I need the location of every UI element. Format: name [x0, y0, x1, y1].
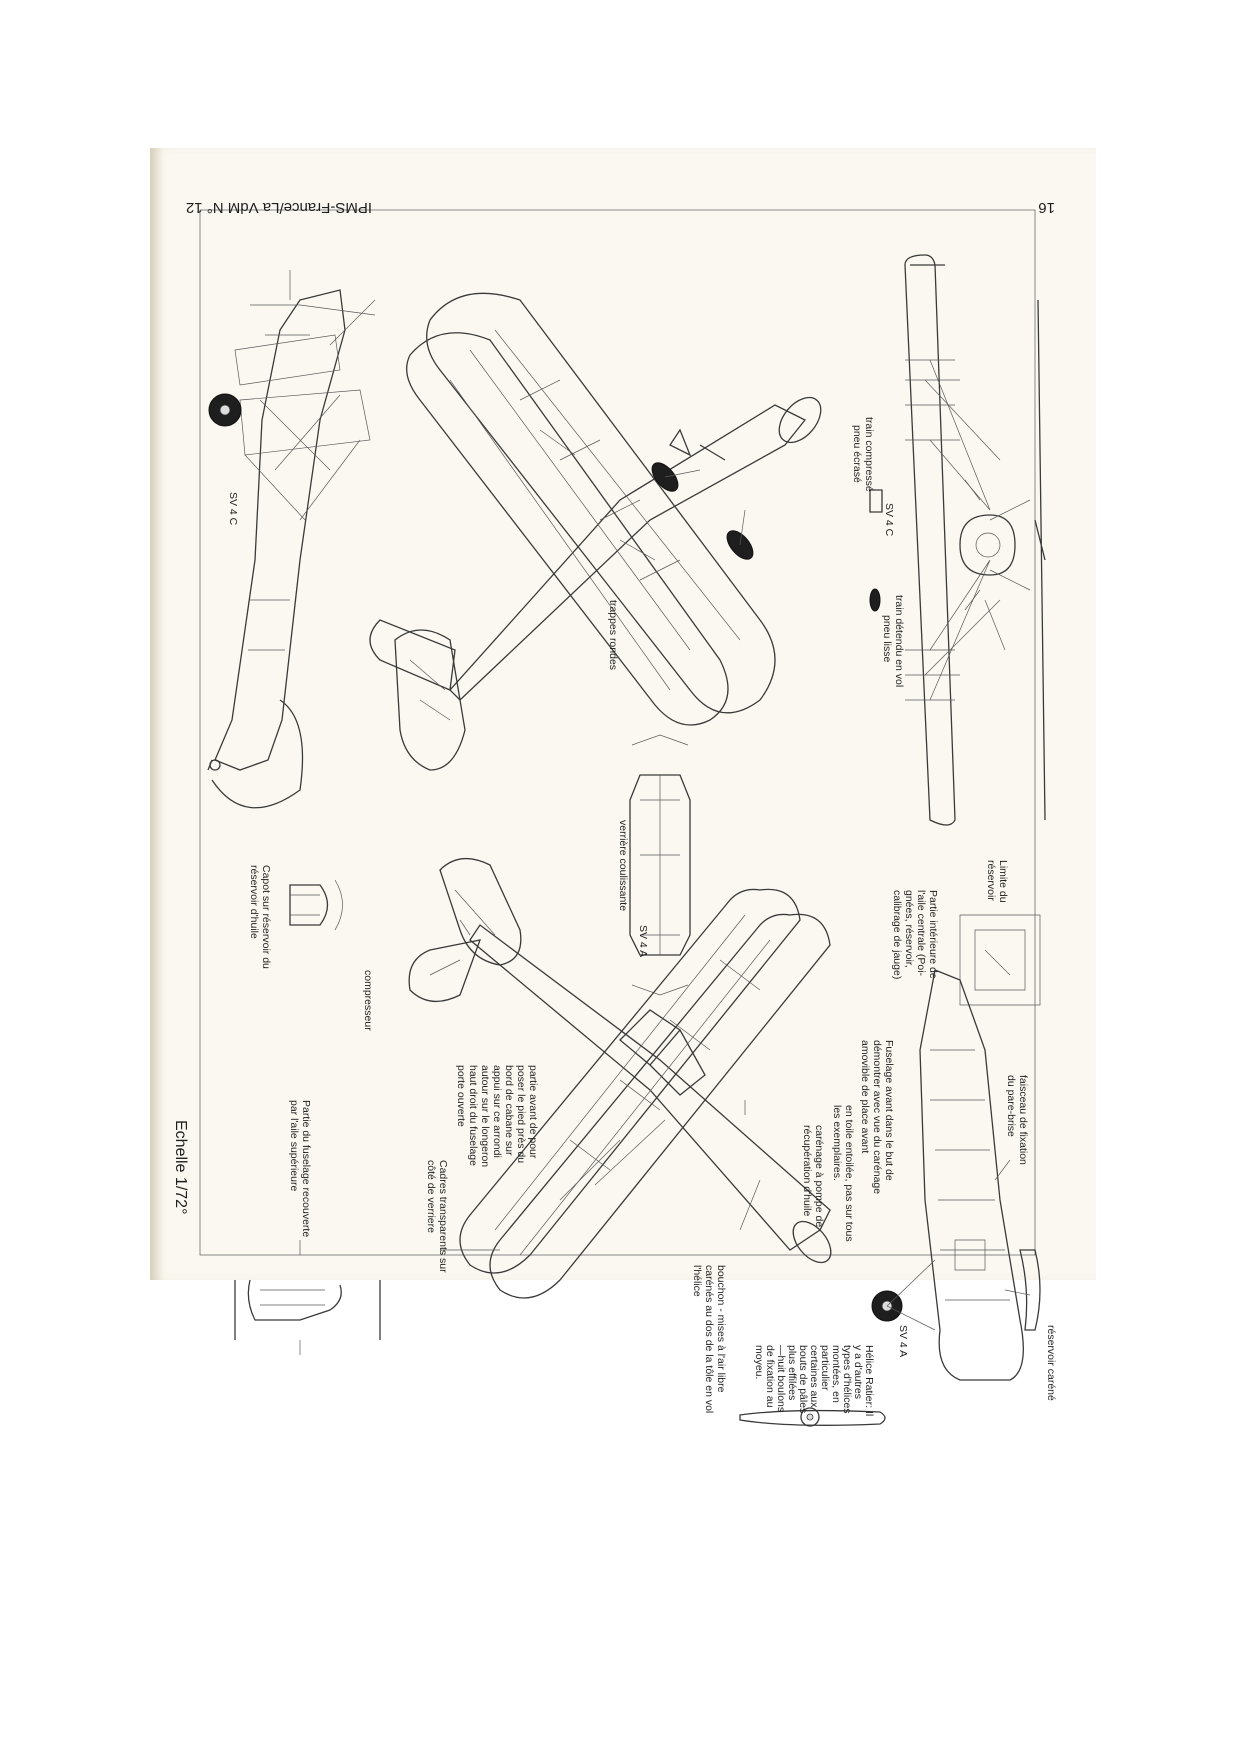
sv4c-front-view [869, 254, 1046, 826]
trappes-rondes-label: trappes rondes [607, 600, 619, 670]
propeller-drawing [739, 1407, 886, 1427]
carenage-pompe-line1: carénage à pompe de [813, 1125, 825, 1227]
partie-avant-line2: poser le pied près du [515, 1065, 527, 1163]
helice-line8: plus effilées [786, 1345, 798, 1400]
scale-label: Echelle 1/72° [172, 1120, 189, 1214]
train-detendu-line2: pneu lisse [881, 615, 893, 662]
sv4a-side-label: SV 4 A [897, 1325, 909, 1357]
helice-line6: certaines aux [808, 1345, 820, 1408]
limite-reservoir-line2: réservoir [985, 860, 997, 901]
carenage-pompe-line2: récupération d'huile [801, 1125, 813, 1216]
helice-line1: Hélice Ratier: Il [863, 1345, 875, 1416]
bouchon-line1: bouchon - mises à l'air libre [715, 1265, 727, 1393]
partie-avant-line5: autour sur le longeron [479, 1065, 491, 1167]
train-compresse-line1: train compressé [863, 417, 875, 492]
train-compresse-line2: pneu écrasé [851, 425, 863, 483]
capot-reservoir-line2: réservoir d'huile [248, 865, 260, 939]
helice-line3: types d'hélices [841, 1345, 853, 1414]
partie-avant-line1: partie avant de pour [527, 1065, 539, 1159]
wing-center-detail [959, 914, 1041, 1006]
capot-reservoir-line1: Capot sur réservoir du [260, 865, 272, 969]
partie-inferieure-line2: l'aile centrale (Poi- [915, 890, 927, 977]
bouchon-line3: l'hélice [691, 1265, 703, 1297]
publication-title: IPMS-France/La VdM N° 12 [186, 199, 372, 216]
canopy-detail [629, 734, 691, 996]
fuselage-avant-line2: démontrer avec vue du carénage [871, 1040, 883, 1194]
reservoir-carene-label: réservoir caréné [1045, 1325, 1057, 1401]
toile-entoilee-line2: les exemplaires. [831, 1105, 843, 1181]
toile-entoilee-line1: en toile entoilée, pas sur tous [843, 1105, 855, 1242]
partie-inferieure-line1: Partie intérieure de [927, 890, 939, 979]
partie-fuselage-line2: par l'aile supérieure [288, 1100, 300, 1191]
page-number: 16 [1038, 199, 1055, 216]
bouchon-line2: carénés au dos de la tôle en vol [703, 1265, 715, 1413]
partie-avant-line4: appui sur ce arrondi [491, 1065, 503, 1158]
sv4c-side-view [207, 270, 376, 809]
fuselage-avant-line1: Fuselage avant dans le but de [883, 1040, 895, 1181]
helice-line4: montées, en [830, 1345, 842, 1403]
sv4c-front-label: SV 4 C [883, 503, 895, 537]
helice-line10: de fixation au [764, 1345, 776, 1408]
helice-line5: particulier [819, 1345, 831, 1391]
page-fold-shadow [150, 148, 164, 1280]
helice-line9: —huit boulons [775, 1345, 787, 1412]
partie-fuselage-line1: Partie du fuselage recouverte [300, 1100, 312, 1237]
partie-inferieure-line4: calibrage de jauge) [891, 890, 903, 979]
helice-line11: moyeu. [753, 1345, 765, 1379]
fuselage-top-detail [234, 1240, 381, 1355]
compresseur-label: compresseur [362, 970, 374, 1031]
oil-tank-detail [289, 879, 343, 931]
sv4c-side-label: SV 4 C [227, 492, 239, 526]
cadres-transparents-line2: côté de verriere [425, 1160, 437, 1233]
drawing-frame [199, 209, 1036, 1256]
partie-avant-line6: haut droit du fuselage [467, 1065, 479, 1166]
helice-line2: y a d'autres [852, 1345, 864, 1399]
sv4a-plan-view [408, 858, 832, 1299]
faisceau-fixation-line1: faisceau de fixation [1017, 1075, 1029, 1165]
faisceau-fixation-line2: du pare-brise [1005, 1075, 1017, 1137]
partie-avant-line3: bord de cabane sur [503, 1065, 515, 1156]
fuselage-avant-line3: amovible de place avant [859, 1040, 871, 1153]
partie-avant-line7: porte ouverte [455, 1065, 467, 1127]
cadres-transparents-line1: Cadres transparents sur [437, 1160, 449, 1273]
helice-line7: bouts de pâles [797, 1345, 809, 1413]
partie-inferieure-line3: gnées, réservoir, [903, 890, 915, 968]
verriere-label: verrière coulissante [617, 820, 629, 911]
sv4a-plan-label: SV 4 A [637, 925, 649, 957]
limite-reservoir-line1: Limite du [997, 860, 1009, 903]
sv4a-side-view [871, 969, 1041, 1381]
train-detendu-line1: train détendu en vol [893, 595, 905, 687]
sv4c-plan-view [369, 292, 822, 771]
